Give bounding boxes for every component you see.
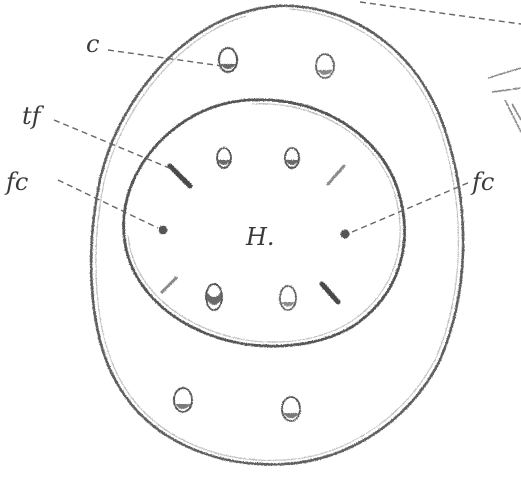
label-center: H.: [245, 223, 275, 251]
fc-dot-right: [340, 229, 350, 239]
leader-c: [107, 49, 223, 67]
outer-bundles: [173, 47, 335, 422]
label-fc-left: fc: [4, 168, 28, 196]
tf-stroke-left: [167, 163, 193, 189]
outer-ring: [89, 4, 465, 466]
transfusion-strokes: [160, 163, 346, 305]
label-fc-right: fc: [470, 168, 494, 196]
tf-stroke-lower-right: [319, 281, 341, 305]
leader-fc-right: [351, 181, 471, 233]
bundle-outer-4: [281, 396, 301, 422]
neighbour-fragment: [487, 67, 521, 133]
bundle-inner-1: [216, 147, 232, 169]
inner-bundles: [205, 147, 300, 311]
bundle-outer-2: [315, 53, 335, 79]
fc-dot-left: [158, 225, 168, 235]
leader-tf: [53, 119, 175, 171]
label-tf: tf: [22, 102, 45, 130]
tf-stroke-upper-right: [326, 164, 346, 186]
inner-ring: [122, 98, 406, 348]
label-c: c: [86, 30, 99, 58]
leader-lines: [53, 1, 521, 233]
bundle-inner-4: [279, 285, 297, 311]
tf-stroke-lower-left: [160, 276, 178, 294]
bundle-inner-3: [205, 283, 223, 311]
fibre-dots: [158, 225, 350, 239]
leader-fc-left: [57, 179, 159, 229]
bundle-inner-2: [284, 147, 300, 169]
bundle-outer-3: [173, 387, 193, 413]
bundle-outer-1: [218, 47, 238, 73]
leader-top-edge: [359, 1, 521, 25]
